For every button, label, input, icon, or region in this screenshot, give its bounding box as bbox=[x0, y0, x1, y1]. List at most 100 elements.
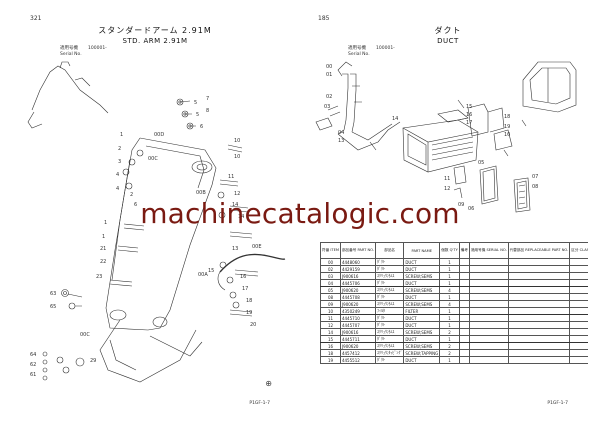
item-no: 09 bbox=[320, 300, 341, 308]
diagram-callout: 1 bbox=[104, 220, 107, 226]
column-header: 適用号機 SERIAL NO. bbox=[468, 242, 509, 259]
part-no: 4445711 bbox=[339, 335, 376, 343]
diagram-callout: 07 bbox=[532, 174, 538, 180]
page-footer-code: P1GF-1-7 bbox=[249, 401, 270, 406]
part-name-jp: ｽｸﾘｭｳ;ｾﾑｽ bbox=[374, 342, 405, 350]
diagram-callout: 15 bbox=[208, 268, 214, 274]
class bbox=[569, 272, 588, 280]
remarks bbox=[458, 272, 470, 280]
class bbox=[569, 356, 588, 364]
diagram-callout: 12 bbox=[444, 186, 450, 192]
class bbox=[569, 293, 588, 301]
remarks bbox=[458, 258, 470, 266]
part-name-jp: ｽｸﾘｭｳ;ﾀｯﾋﾟﾝｸﾞ bbox=[374, 349, 405, 357]
remarks bbox=[458, 314, 470, 322]
diagram-callout: 8 bbox=[206, 108, 209, 114]
class bbox=[569, 349, 588, 357]
serial-no bbox=[468, 293, 509, 301]
part-name-jp: ｽｸﾘｭｳ;ｾﾑｽ bbox=[374, 286, 405, 294]
quantity: 1 bbox=[439, 356, 460, 364]
diagram-callout: 20 bbox=[250, 322, 256, 328]
serial-label-en: Serial No. bbox=[348, 52, 370, 57]
quantity: 1 bbox=[439, 321, 460, 329]
diagram-callout: 00C bbox=[148, 156, 158, 162]
item-no: 11 bbox=[320, 314, 341, 322]
diagram-callout: 7 bbox=[206, 96, 209, 102]
diagram-callout: 1 bbox=[102, 234, 105, 240]
part-no: 4448060 bbox=[339, 258, 376, 266]
replaceable-part-no bbox=[507, 356, 571, 364]
item-no: 02 bbox=[320, 265, 341, 273]
diagram-callout: 12 bbox=[234, 191, 240, 197]
part-name-jp: ｽｸﾘｭｳ;ｾﾑｽ bbox=[374, 300, 405, 308]
item-no: 08 bbox=[320, 293, 341, 301]
serial-no bbox=[468, 314, 509, 322]
diagram-callout: 10 bbox=[234, 138, 240, 144]
part-no: 4445710 bbox=[339, 314, 376, 322]
replaceable-part-no bbox=[507, 279, 571, 287]
diagram-callout: 16 bbox=[240, 274, 246, 280]
remarks bbox=[458, 300, 470, 308]
part-name-jp: ﾀﾞｸﾄ bbox=[374, 279, 405, 287]
quantity: 1 bbox=[439, 335, 460, 343]
page-title-jp: スタンダードアーム 2.91M bbox=[98, 26, 212, 35]
page-number: 321 bbox=[30, 15, 42, 22]
diagram-callout: 09 bbox=[458, 202, 464, 208]
diagram-callout: 3 bbox=[118, 159, 121, 165]
item-no: 10 bbox=[320, 307, 341, 315]
diagram-callout: 05 bbox=[478, 160, 484, 166]
part-no: J900616 bbox=[339, 328, 376, 336]
quantity: 2 bbox=[439, 342, 460, 350]
diagram-callout: 23 bbox=[96, 274, 102, 280]
part-no: 4445708 bbox=[339, 293, 376, 301]
column-header: 区分 CLASS bbox=[569, 242, 588, 259]
replaceable-part-no bbox=[507, 272, 571, 280]
part-name-en: SCREW;SEMS bbox=[403, 300, 441, 308]
diagram-callout: 03 bbox=[324, 104, 330, 110]
diagram-callout: 17 bbox=[242, 286, 248, 292]
serial-no bbox=[468, 321, 509, 329]
part-no: J900616 bbox=[339, 272, 376, 280]
diagram-callout: 17 bbox=[466, 120, 472, 126]
item-no: 14 bbox=[320, 328, 341, 336]
diagram-callout: 01 bbox=[326, 72, 332, 78]
part-name-jp: ｽｸﾘｭｳ;ｾﾑｽ bbox=[374, 328, 405, 336]
part-name-en: DUCT bbox=[403, 321, 441, 329]
serial-no bbox=[468, 328, 509, 336]
diagram-callout: 65 bbox=[50, 304, 56, 310]
serial-block: 適用号機 Serial No. 100001- bbox=[348, 46, 395, 58]
part-no: 4350249 bbox=[339, 307, 376, 315]
remarks bbox=[458, 286, 470, 294]
diagram-callout: 00B bbox=[196, 190, 206, 196]
remarks bbox=[458, 307, 470, 315]
page-title-jp: ダクト bbox=[434, 26, 462, 35]
part-name-jp: ｽｸﾘｭｳ;ｾﾑｽ bbox=[374, 272, 405, 280]
item-no: 04 bbox=[320, 279, 341, 287]
part-name-en: DUCT bbox=[403, 279, 441, 287]
diagram-callout: 6 bbox=[134, 202, 137, 208]
part-name-jp: ﾀﾞｸﾄ bbox=[374, 321, 405, 329]
page-number: 185 bbox=[318, 15, 330, 22]
serial-no bbox=[468, 356, 509, 364]
diagram-callout: 18 bbox=[246, 298, 252, 304]
left-catalog-page: 321 スタンダードアーム 2.91M STD. ARM 2.91M 適用号機 … bbox=[20, 10, 290, 414]
column-header: 代替部品 REPLACEABLE PART NO. bbox=[507, 242, 571, 259]
remarks bbox=[458, 293, 470, 301]
serial-no bbox=[468, 300, 509, 308]
diagram-callout: 00A bbox=[198, 272, 208, 278]
part-name-jp: ﾌｨﾙﾀ bbox=[374, 307, 405, 315]
remarks bbox=[458, 349, 470, 357]
diagram-callout: 19 bbox=[504, 124, 510, 130]
part-name-en: DUCT bbox=[403, 265, 441, 273]
diagram-callout: 02 bbox=[326, 94, 332, 100]
replaceable-part-no bbox=[507, 300, 571, 308]
diagram-callout: 2 bbox=[130, 192, 133, 198]
column-header: PART NAME bbox=[403, 242, 441, 259]
part-no: J900620 bbox=[339, 342, 376, 350]
part-name-en: SCREW;SEMS bbox=[403, 286, 441, 294]
diagram-callout: 15 bbox=[466, 104, 472, 110]
part-name-en: DUCT bbox=[403, 335, 441, 343]
